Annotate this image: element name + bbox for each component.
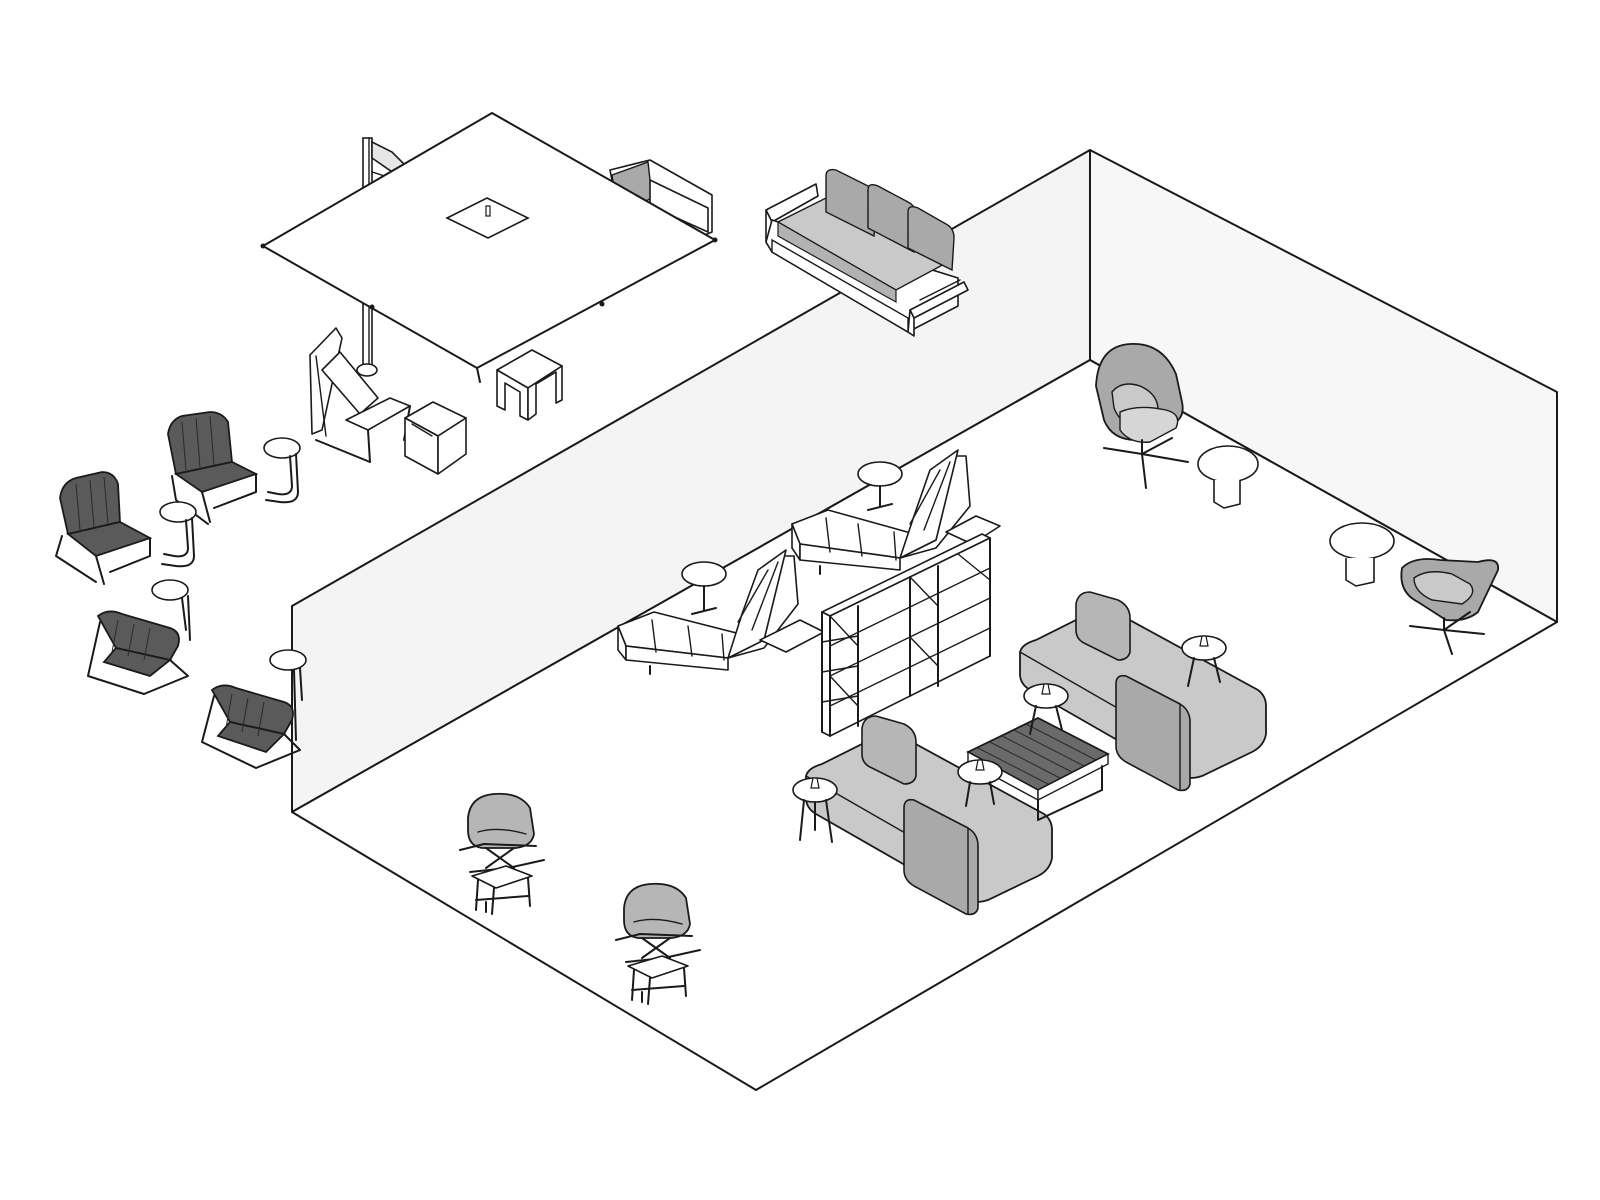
lounge-chair <box>1095 343 1189 489</box>
wire-lounge-chair <box>167 411 259 525</box>
wire-side-table <box>159 501 197 568</box>
wood-lounge-chair <box>309 327 411 463</box>
round-side-table <box>1181 635 1227 687</box>
round-side-table <box>957 759 1003 807</box>
outdoor-sofa <box>765 168 969 337</box>
wood-side-table-top <box>496 349 563 421</box>
folding-side-table <box>627 955 689 1005</box>
round-side-table <box>1197 445 1259 509</box>
round-side-table <box>1329 522 1395 587</box>
wire-side-table <box>269 649 307 741</box>
wire-side-table <box>151 579 191 641</box>
round-side-table <box>1023 683 1069 735</box>
shelving-unit <box>821 533 991 737</box>
shell-rocking-chair <box>459 792 545 873</box>
umbrella-canopy <box>262 112 716 369</box>
wood-side-table <box>404 401 467 475</box>
cantilever-umbrella <box>260 112 718 383</box>
umbrella-top-cap <box>445 197 530 239</box>
chaise-lounge <box>791 449 1001 575</box>
round-side-table <box>792 777 838 843</box>
modular-sofa <box>805 715 1053 916</box>
floor <box>291 359 1558 1091</box>
wire-lounge-chair <box>55 471 153 585</box>
folding-side-table <box>471 865 533 915</box>
pedestal-table <box>681 561 727 615</box>
wire-lounge-chair <box>201 684 301 769</box>
umbrella-base <box>356 363 378 377</box>
pedestal-table <box>857 461 903 511</box>
wire-lounge-chair <box>87 610 189 695</box>
lounge-chair <box>1400 558 1500 655</box>
modular-sofa <box>1019 591 1267 792</box>
wire-side-table <box>263 437 301 504</box>
chaise-lounge <box>617 549 825 675</box>
